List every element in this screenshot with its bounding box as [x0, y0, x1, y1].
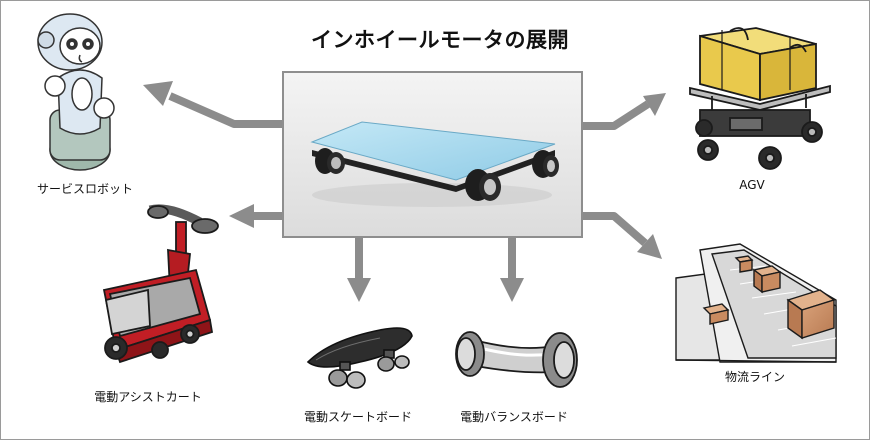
board-wheel-icon [532, 150, 559, 178]
agv-illustration [689, 27, 831, 170]
arrow-to-conveyor [582, 212, 662, 259]
label-service-robot: サービスロボット [36, 182, 133, 196]
balance-board-illustration [455, 331, 578, 388]
label-agv: AGV [739, 178, 765, 192]
diagram-title: インホイールモータの展開 [311, 28, 569, 52]
label-electric-skateboard: 電動スケートボード [303, 410, 412, 424]
label-electric-balance-board: 電動バランスボード [460, 410, 568, 424]
label-electric-assist-cart: 電動アシストカート [94, 390, 202, 404]
cardboard-box-icon [786, 289, 836, 340]
cardboard-box-icon [734, 255, 754, 273]
board-top [310, 121, 556, 181]
label-conveyor-line: 物流ライン [724, 370, 785, 384]
skateboard-illustration [306, 327, 413, 389]
cardboard-box-icon [702, 303, 730, 325]
arrow-to-assist-cart [229, 204, 284, 228]
center-product-photo [282, 71, 583, 238]
assist-cart-illustration [102, 204, 219, 364]
cardboard-box-icon [752, 265, 782, 294]
arrow-to-agv [582, 93, 666, 130]
arrow-to-service-robot [143, 81, 284, 128]
arrow-to-balance-board [500, 236, 524, 302]
arrow-to-skateboard [347, 236, 371, 302]
board-wheel-icon [315, 148, 345, 174]
service-robot-illustration [37, 13, 115, 171]
arrows [143, 81, 666, 302]
conveyor-illustration [675, 243, 837, 363]
board-wheel-icon [465, 169, 501, 201]
